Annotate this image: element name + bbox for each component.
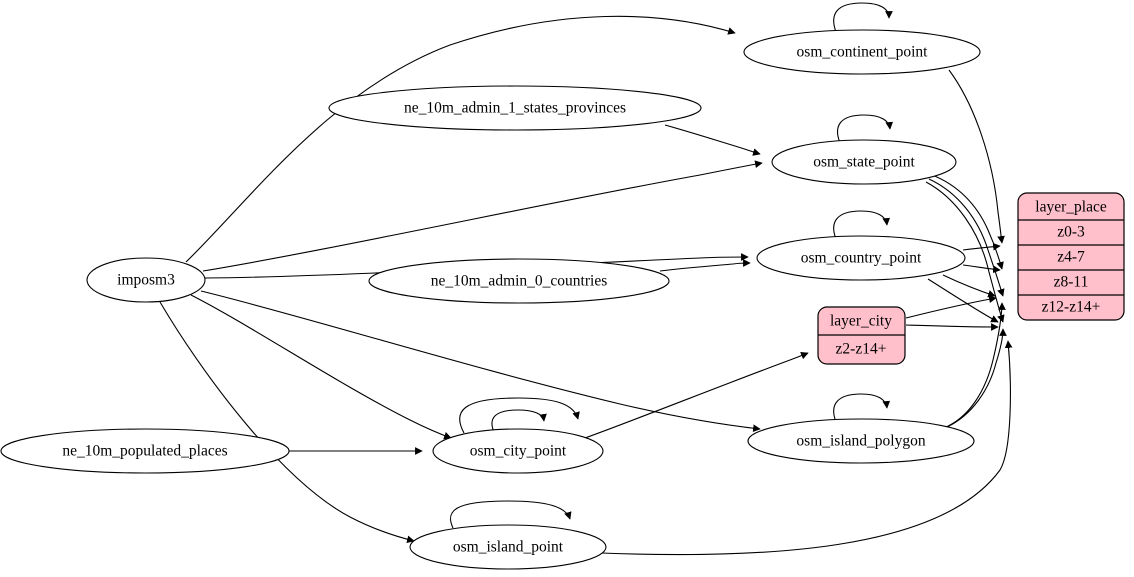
node-osm-island-point[interactable]: osm_island_point (409, 524, 607, 570)
node-layer-place-box[interactable] (1017, 192, 1125, 321)
node-ne-10m-admin-1-states-provinces[interactable]: ne_10m_admin_1_states_provinces (328, 85, 702, 131)
edge-osm-island-point-layer-place-z12-z14 (600, 340, 1013, 556)
edge-self-osm-island-polygon (833, 393, 891, 423)
layer-place-row-z12-z14-label[interactable]: z12-z14+ (1042, 299, 1101, 316)
node-osm-island-polygon-label: osm_island_polygon (796, 433, 925, 450)
node-osm-city-point-shape[interactable] (432, 428, 604, 474)
edge-self-osm-city-point-inner (491, 409, 547, 433)
edge-osm-state-point-layer-place-z12-z14 (925, 181, 1005, 323)
edge-self-osm-continent-point (833, 2, 893, 33)
node-osm-island-polygon[interactable]: osm_island_polygon (747, 418, 975, 464)
node-osm-continent-point-shape[interactable] (743, 29, 981, 75)
node-layer-place[interactable]: layer_place z0-3 z4-7 z8-11 z12-z14+ (1017, 192, 1125, 321)
edge-layer-city-layer-place-z12-z14 (905, 323, 999, 331)
node-ne-10m-admin-0-countries-shape[interactable] (368, 258, 670, 304)
edge-osm-island-polygon-layer-place-z8-11 (943, 302, 1006, 429)
node-osm-country-point-shape[interactable] (756, 235, 966, 281)
layer-place-row-z8-11-label[interactable]: z8-11 (1054, 274, 1089, 291)
edge-ne-countries-osm-country-point (659, 259, 751, 272)
layer-city-row-z2-z14-label[interactable]: z2-z14+ (836, 341, 887, 358)
node-osm-island-polygon-shape[interactable] (747, 418, 975, 464)
node-osm-island-point-shape[interactable] (409, 524, 607, 570)
edge-self-osm-island-point (449, 500, 572, 529)
edge-imposm3-osm-island-point (159, 301, 415, 544)
record-node-layer: layer_place z0-3 z4-7 z8-11 z12-z14+ lay… (817, 192, 1125, 365)
node-osm-state-point-label: osm_state_point (813, 154, 915, 171)
node-ne-10m-populated-places[interactable]: ne_10m_populated_places (0, 428, 290, 474)
edge-osm-country-point-layer-place-z4-7 (962, 264, 1001, 274)
node-ne-10m-admin-1-states-provinces-shape[interactable] (328, 85, 702, 131)
node-osm-country-point[interactable]: osm_country_point (756, 235, 966, 281)
node-ne-10m-admin-0-countries-label: ne_10m_admin_0_countries (431, 273, 608, 290)
node-osm-continent-point[interactable]: osm_continent_point (743, 29, 981, 75)
edge-self-osm-state-point (837, 114, 894, 144)
node-ne-10m-admin-1-states-provinces-label: ne_10m_admin_1_states_provinces (404, 100, 626, 117)
node-osm-state-point[interactable]: osm_state_point (771, 139, 957, 185)
edge-osm-continent-point-layer-place-z0-3 (948, 69, 1005, 244)
node-osm-country-point-label: osm_country_point (801, 250, 922, 267)
node-osm-city-point-label: osm_city_point (470, 443, 567, 460)
node-osm-continent-point-label: osm_continent_point (797, 44, 929, 61)
edge-osm-city-point-layer-city-z2-z14 (584, 351, 809, 439)
edge-imposm3-osm-continent-point (185, 15, 736, 263)
edge-imposm3-osm-state-point (202, 160, 763, 272)
node-ne-10m-populated-places-label: ne_10m_populated_places (62, 443, 227, 460)
edge-osm-island-polygon-layer-place-z12-z14 (946, 328, 1007, 428)
edge-ne-states-osm-state-point (664, 124, 761, 156)
edge-imposm3-osm-island-polygon (200, 290, 761, 433)
layer-place-header-label: layer_place (1035, 199, 1107, 216)
edge-imposm3-osm-city-point (190, 294, 452, 440)
node-layer-city[interactable]: layer_city z2-z14+ (817, 306, 906, 365)
edge-layer-city-layer-place-z8-11 (905, 295, 997, 319)
node-imposm3-label: imposm3 (117, 272, 175, 289)
edge-self-osm-country-point (833, 210, 891, 240)
node-osm-state-point-shape[interactable] (771, 139, 957, 185)
layer-city-header-label: layer_city (830, 313, 892, 330)
edge-osm-country-point-layer-place-z0-3 (962, 242, 1001, 251)
node-layer: imposm3 ne_10m_admin_1_states_provinces … (0, 29, 981, 570)
node-imposm3-shape[interactable] (86, 257, 206, 303)
edge-osm-state-point-layer-place-z8-11 (928, 178, 1005, 297)
edge-self-osm-city-point-outer (459, 397, 580, 434)
node-ne-10m-admin-0-countries[interactable]: ne_10m_admin_0_countries (368, 258, 670, 304)
node-osm-island-point-label: osm_island_point (453, 539, 564, 556)
layer-place-row-z4-7-label[interactable]: z4-7 (1057, 249, 1085, 266)
edge-osm-state-point-layer-place-z4-7 (931, 174, 1004, 270)
node-imposm3[interactable]: imposm3 (86, 257, 206, 303)
layer-place-row-z0-3-label[interactable]: z0-3 (1057, 224, 1085, 241)
node-osm-city-point[interactable]: osm_city_point (432, 428, 604, 474)
node-ne-10m-populated-places-shape[interactable] (0, 428, 290, 474)
edge-osm-country-point-layer-place-z8-11 (942, 274, 996, 298)
